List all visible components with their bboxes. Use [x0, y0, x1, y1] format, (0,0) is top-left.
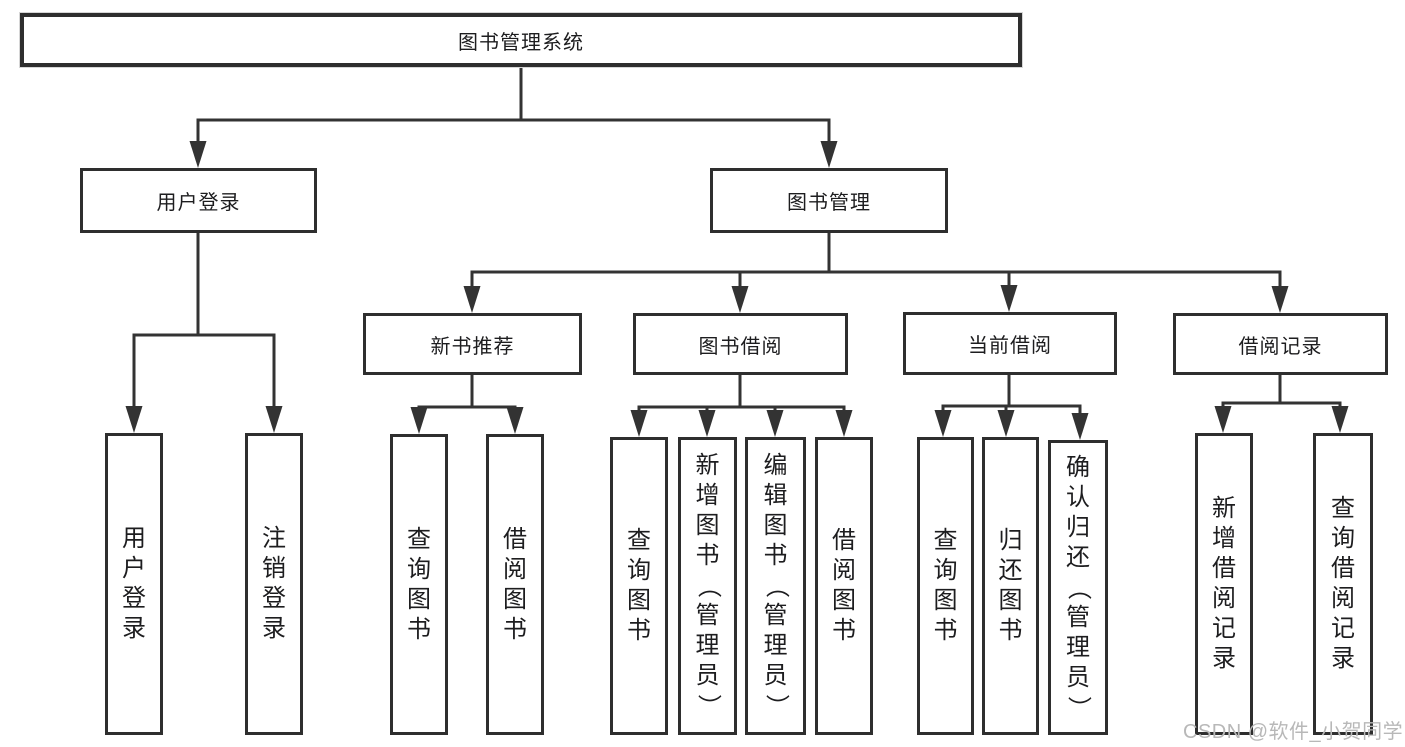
- leaf-add-borrow-record: 新增借阅记录: [1195, 433, 1253, 735]
- leaf-edit-book-admin: 编辑图书（管理员）: [745, 437, 806, 735]
- node-library-management-system-label: 图书管理系统: [458, 31, 584, 54]
- leaf-logout: 注销登录: [245, 433, 303, 735]
- leaf-query-books-borrow-label: 查询图书: [627, 527, 651, 644]
- leaf-user-login: 用户登录: [105, 433, 163, 735]
- leaf-query-books-recommend: 查询图书: [390, 434, 448, 735]
- leaf-query-books-borrow: 查询图书: [610, 437, 668, 735]
- leaf-query-books-current-label: 查询图书: [933, 527, 958, 644]
- leaf-add-book-admin-label: 新增图书（管理员）: [694, 452, 722, 718]
- node-current-borrowing-label: 当前借阅: [968, 335, 1052, 357]
- leaf-query-books-current: 查询图书: [917, 437, 974, 735]
- node-new-book-recommendation-label: 新书推荐: [430, 335, 515, 358]
- leaf-add-book-admin: 新增图书（管理员）: [678, 437, 737, 735]
- node-book-borrowing-label: 图书借阅: [698, 335, 783, 358]
- node-book-management: 图书管理: [710, 168, 948, 233]
- leaf-confirm-return-admin-label: 确认归还（管理员）: [1065, 453, 1092, 720]
- node-new-book-recommendation: 新书推荐: [363, 313, 582, 375]
- leaf-borrow-books-recommend-label: 借阅图书: [503, 525, 527, 643]
- watermark: CSDN @软件_小贺同学: [1183, 721, 1404, 743]
- node-borrowing-records-label: 借阅记录: [1238, 335, 1323, 358]
- leaf-borrow-books-label: 借阅图书: [832, 527, 856, 644]
- node-library-management-system: 图书管理系统: [20, 13, 1022, 67]
- leaf-add-borrow-record-label: 新增借阅记录: [1212, 495, 1236, 672]
- leaf-return-books: 归还图书: [982, 437, 1039, 735]
- leaf-edit-book-admin-label: 编辑图书（管理员）: [762, 452, 790, 718]
- node-borrowing-records: 借阅记录: [1173, 313, 1388, 375]
- leaf-query-borrow-record-label: 查询借阅记录: [1331, 495, 1355, 672]
- leaf-user-login-label: 用户登录: [122, 525, 146, 642]
- leaf-confirm-return-admin: 确认归还（管理员）: [1048, 440, 1108, 735]
- node-current-borrowing: 当前借阅: [903, 312, 1117, 375]
- node-book-management-label: 图书管理: [787, 192, 871, 214]
- node-book-borrowing: 图书借阅: [633, 313, 848, 375]
- leaf-logout-label: 注销登录: [262, 525, 286, 642]
- node-user-login-label: 用户登录: [156, 192, 241, 214]
- leaf-borrow-books: 借阅图书: [815, 437, 873, 735]
- leaf-query-borrow-record: 查询借阅记录: [1313, 433, 1373, 735]
- leaf-return-books-label: 归还图书: [998, 527, 1023, 644]
- leaf-borrow-books-recommend: 借阅图书: [486, 434, 544, 735]
- node-user-login: 用户登录: [80, 168, 317, 233]
- leaf-query-books-recommend-label: 查询图书: [407, 525, 431, 643]
